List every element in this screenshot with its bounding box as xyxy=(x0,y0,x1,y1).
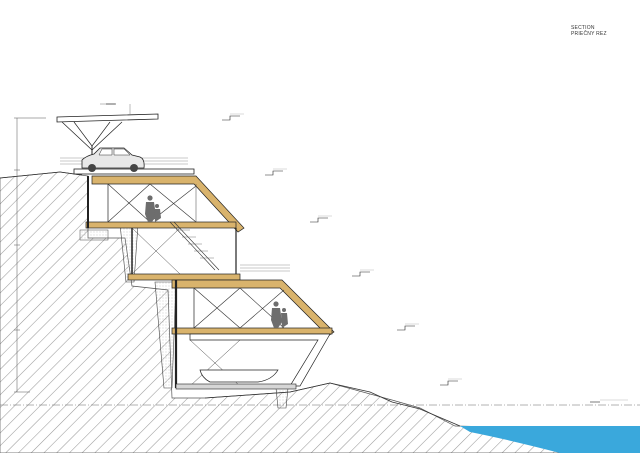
upper-level-roof xyxy=(91,175,245,233)
foundation-top-block xyxy=(79,229,109,241)
canopy-v-strut xyxy=(61,121,123,151)
upper-stair xyxy=(169,221,220,271)
terrain xyxy=(0,171,640,453)
middle-level-floor-slab xyxy=(127,273,241,281)
elevation-marker-ticks xyxy=(230,113,628,401)
foundation-pier xyxy=(275,387,289,409)
carport-canopy xyxy=(56,103,159,170)
water-body xyxy=(460,426,640,453)
lower-level-roof xyxy=(171,279,335,337)
boat-icon xyxy=(199,369,279,383)
foundations xyxy=(79,223,289,409)
shore-line xyxy=(204,382,461,427)
middle-level xyxy=(127,227,290,281)
upper-level xyxy=(85,175,245,271)
upper-level-floor-slab xyxy=(85,221,237,229)
car-icon xyxy=(81,147,145,172)
section-title: SECTION xyxy=(571,25,595,31)
foundation-middle xyxy=(154,281,177,389)
boathouse-floor xyxy=(175,383,297,390)
boathouse xyxy=(175,333,331,390)
canopy-roof xyxy=(56,113,159,123)
elevation-marker-icon xyxy=(106,103,600,403)
person-icon-lower xyxy=(271,301,288,328)
section-title-block: SECTION PRIEČNY REZ xyxy=(571,25,607,37)
height-dimension xyxy=(14,117,46,393)
rock-hillside xyxy=(0,171,640,453)
section-subtitle: PRIEČNY REZ xyxy=(571,31,607,37)
person-icon-upper xyxy=(145,195,161,222)
upper-cross-bracing xyxy=(107,183,197,223)
lower-cross-bracing xyxy=(193,287,285,329)
lower-level-floor-slab xyxy=(171,327,333,335)
